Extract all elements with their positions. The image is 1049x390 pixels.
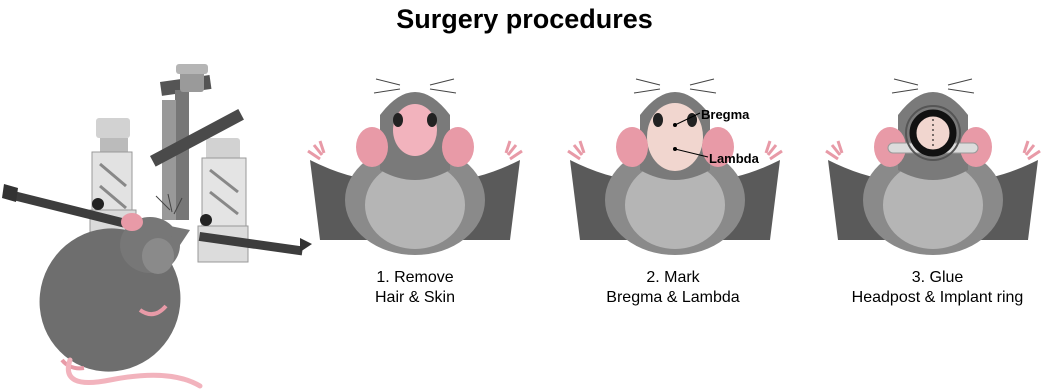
step1-subtitle: Hair & Skin (320, 288, 510, 308)
step3-subtitle: Headpost & Implant ring (830, 288, 1045, 308)
step2-caption: 2. Mark Bregma & Lambda (578, 268, 768, 308)
bregma-label: Bregma (701, 107, 750, 122)
lambda-label: Lambda (709, 151, 760, 166)
stereotaxic-frame-illustration (0, 60, 320, 390)
step1-caption: 1. Remove Hair & Skin (320, 268, 510, 308)
step3-caption: 3. Glue Headpost & Implant ring (830, 268, 1045, 308)
figure-title: Surgery procedures (0, 4, 1049, 35)
step2-title: 2. Mark (578, 268, 768, 288)
step3-title: 3. Glue (830, 268, 1045, 288)
mouse-step2-illustration: Bregma Lambda (560, 75, 790, 255)
step2-subtitle: Bregma & Lambda (578, 288, 768, 308)
mouse-step1-illustration (300, 75, 530, 255)
mouse-step3-illustration (818, 75, 1048, 255)
step1-title: 1. Remove (320, 268, 510, 288)
